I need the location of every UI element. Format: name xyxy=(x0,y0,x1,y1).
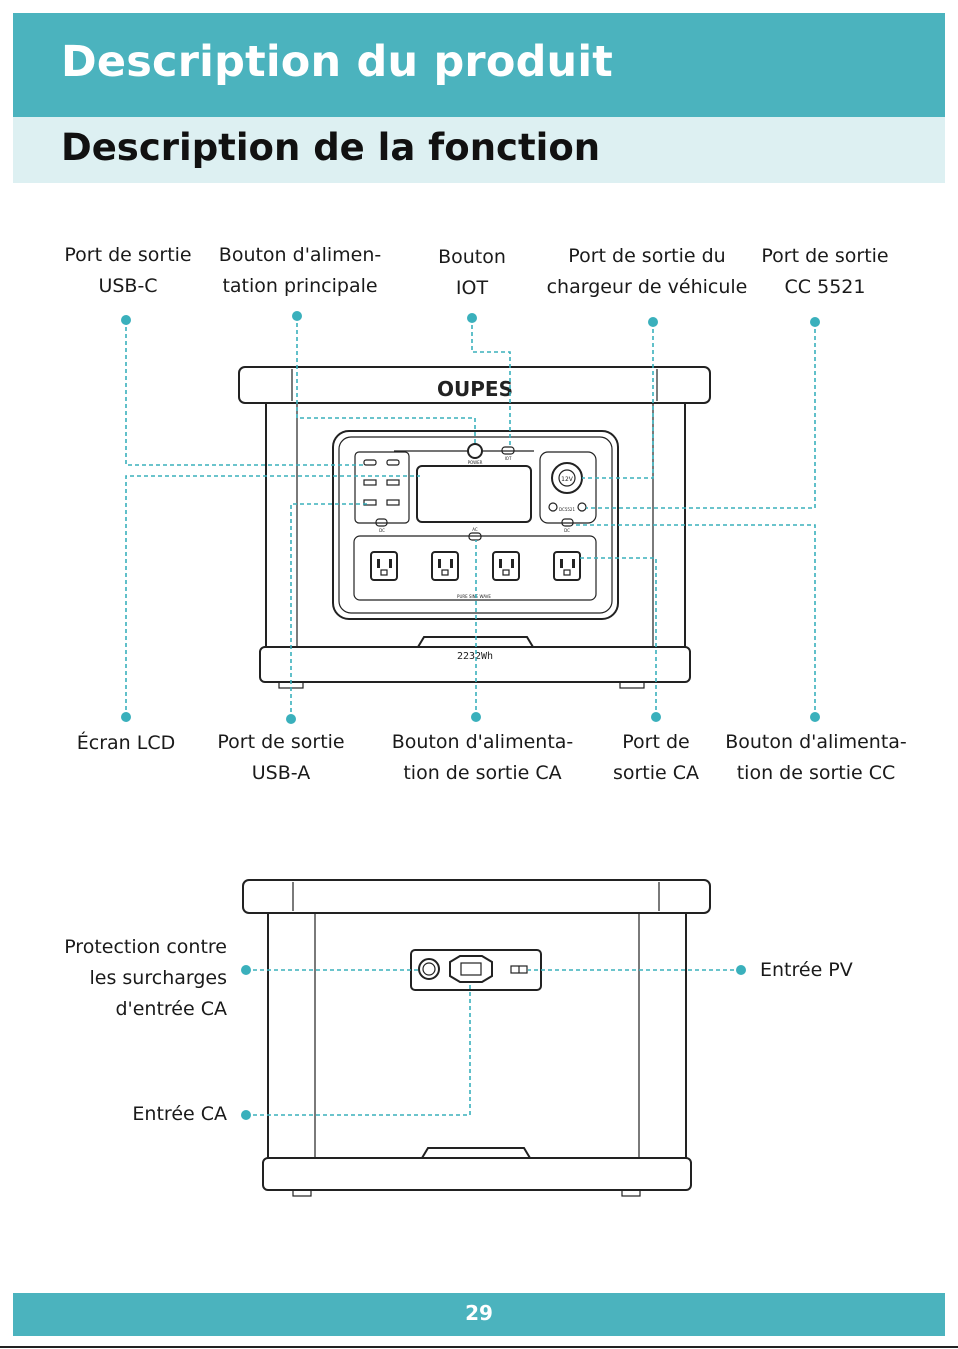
section-title: Description de la fonction xyxy=(61,126,601,169)
usb-a-port-2[interactable] xyxy=(386,479,400,486)
dc5521-port-2[interactable] xyxy=(577,502,587,512)
power-label: POWER xyxy=(468,460,483,465)
sine-wave-label: PURE SINE WAVE xyxy=(457,594,491,599)
page-number: 29 xyxy=(465,1301,493,1325)
usb-a-port-3[interactable] xyxy=(363,499,377,506)
label-ac-output-button: Bouton d'alimenta-tion de sortie CA xyxy=(391,731,574,784)
back-base xyxy=(262,1157,692,1191)
ac-outlet-2[interactable] xyxy=(431,551,459,581)
dc5521-label: DC5521 xyxy=(559,507,576,512)
subtitle-band: Description de la fonction xyxy=(13,117,945,183)
usb-c-port-2[interactable] xyxy=(386,459,400,466)
usb-a-port-4[interactable] xyxy=(386,499,400,506)
ac-input-socket[interactable] xyxy=(449,955,493,983)
dc5521-port-1[interactable] xyxy=(548,502,558,512)
back-view xyxy=(241,879,746,1197)
lcd-screen xyxy=(416,465,532,523)
ac-outlet-3[interactable] xyxy=(492,551,520,581)
usb-a-port-1[interactable] xyxy=(363,479,377,486)
label-ac-input: Entrée CA xyxy=(132,1103,227,1125)
label-lcd-screen: Écran LCD xyxy=(76,732,176,754)
dc-label: DC xyxy=(564,528,570,533)
front-base xyxy=(259,646,691,683)
label-main-power-button: Bouton d'alimen-tation principale xyxy=(218,244,382,297)
dc-power-button-small[interactable] xyxy=(375,518,388,527)
footer-band: 29 xyxy=(13,1293,945,1336)
usb-c-port-1[interactable] xyxy=(363,459,377,466)
front-view: OUPES 2232Wh POWER IOT DC AC 12V xyxy=(121,311,820,724)
ac-outlet-4[interactable] xyxy=(553,551,581,581)
overload-protection-button[interactable] xyxy=(418,958,440,980)
title-band: Description du produit xyxy=(13,13,945,117)
page-bottom-rule xyxy=(0,1346,958,1348)
dc-output-button[interactable] xyxy=(561,518,574,527)
main-power-button[interactable] xyxy=(467,443,483,459)
back-leader-lines xyxy=(241,965,746,1120)
front-leader-lines-bottom xyxy=(121,475,820,724)
front-leader-lines xyxy=(121,311,820,509)
ac-outlet-panel xyxy=(353,535,597,601)
ac-label: AC xyxy=(472,527,478,532)
iot-label: IOT xyxy=(505,456,512,461)
page-title: Description du produit xyxy=(61,37,614,87)
capacity-label: 2232Wh xyxy=(457,651,493,662)
ac-outlet-1[interactable] xyxy=(370,551,398,581)
brand-logo: OUPES xyxy=(437,377,513,401)
label-pv-input: Entrée PV xyxy=(760,959,853,981)
usb-dc-label: DC xyxy=(379,528,385,533)
label-dc-output-button: Bouton d'alimenta-tion de sortie CC xyxy=(725,731,907,784)
back-top-lid xyxy=(242,879,711,914)
usb-port-block xyxy=(354,451,410,524)
car-port-label: 12V xyxy=(561,476,574,483)
dc-port-block xyxy=(539,451,597,524)
